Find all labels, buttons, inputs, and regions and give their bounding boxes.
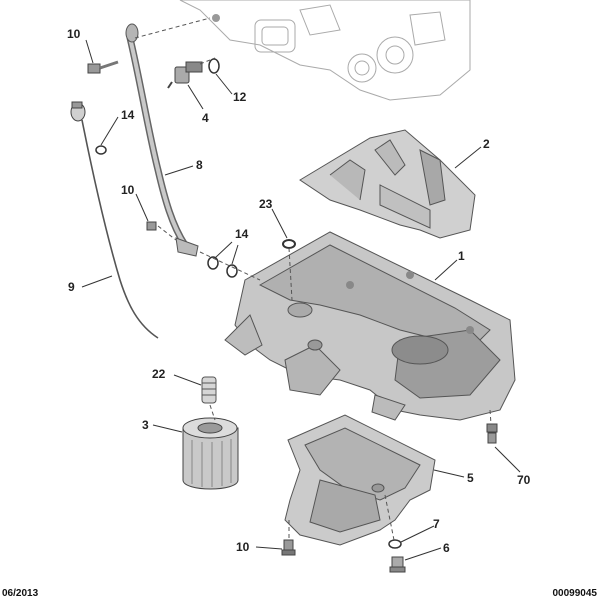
alignment-lines xyxy=(134,17,492,541)
oil-pressure-sensor xyxy=(167,61,203,89)
engine-block-outline xyxy=(179,0,471,101)
callout-3: 3 xyxy=(142,418,149,432)
seal-23 xyxy=(282,239,296,249)
callout-2: 2 xyxy=(483,137,490,151)
callout-1: 1 xyxy=(458,249,465,263)
bolt-10-top xyxy=(87,60,119,74)
o-rings-14-mid xyxy=(207,256,238,278)
drain-plug xyxy=(389,556,406,573)
callout-4: 4 xyxy=(202,111,209,125)
bolt-10-bottom xyxy=(281,539,296,556)
callout-70: 70 xyxy=(517,473,531,487)
drain-washer xyxy=(388,539,402,549)
bolt-70 xyxy=(486,423,498,444)
callout-6: 6 xyxy=(443,541,450,555)
callout-9: 9 xyxy=(68,280,75,294)
callout-12: 12 xyxy=(233,90,247,104)
oil-baffle-plate xyxy=(299,129,476,239)
o-ring-14-left xyxy=(95,145,107,155)
footer-reference: 00099045 xyxy=(553,588,598,599)
seal-ring-12 xyxy=(208,58,220,74)
pressure-relief-spring xyxy=(201,376,217,404)
callout-22: 22 xyxy=(152,367,166,381)
callout-10-bottom: 10 xyxy=(236,540,250,554)
callout-14-left: 14 xyxy=(121,108,135,122)
callout-5: 5 xyxy=(467,471,474,485)
callout-7: 7 xyxy=(433,517,440,531)
callout-labels: 10 12 4 14 8 2 10 23 14 1 9 22 3 5 70 7 … xyxy=(67,27,531,555)
lower-oil-pan xyxy=(284,414,436,546)
callout-10-top: 10 xyxy=(67,27,81,41)
oil-filter xyxy=(182,417,239,490)
dipstick-tube xyxy=(125,23,199,257)
callout-10-mid: 10 xyxy=(121,183,135,197)
upper-oil-pan xyxy=(224,231,516,421)
callout-8: 8 xyxy=(196,158,203,172)
dipstick xyxy=(70,101,159,339)
footer-date: 06/2013 xyxy=(2,588,39,599)
callout-14-mid: 14 xyxy=(235,227,249,241)
bolt-10-mid xyxy=(146,221,157,231)
leader-lines xyxy=(81,39,521,561)
callout-23: 23 xyxy=(259,197,273,211)
